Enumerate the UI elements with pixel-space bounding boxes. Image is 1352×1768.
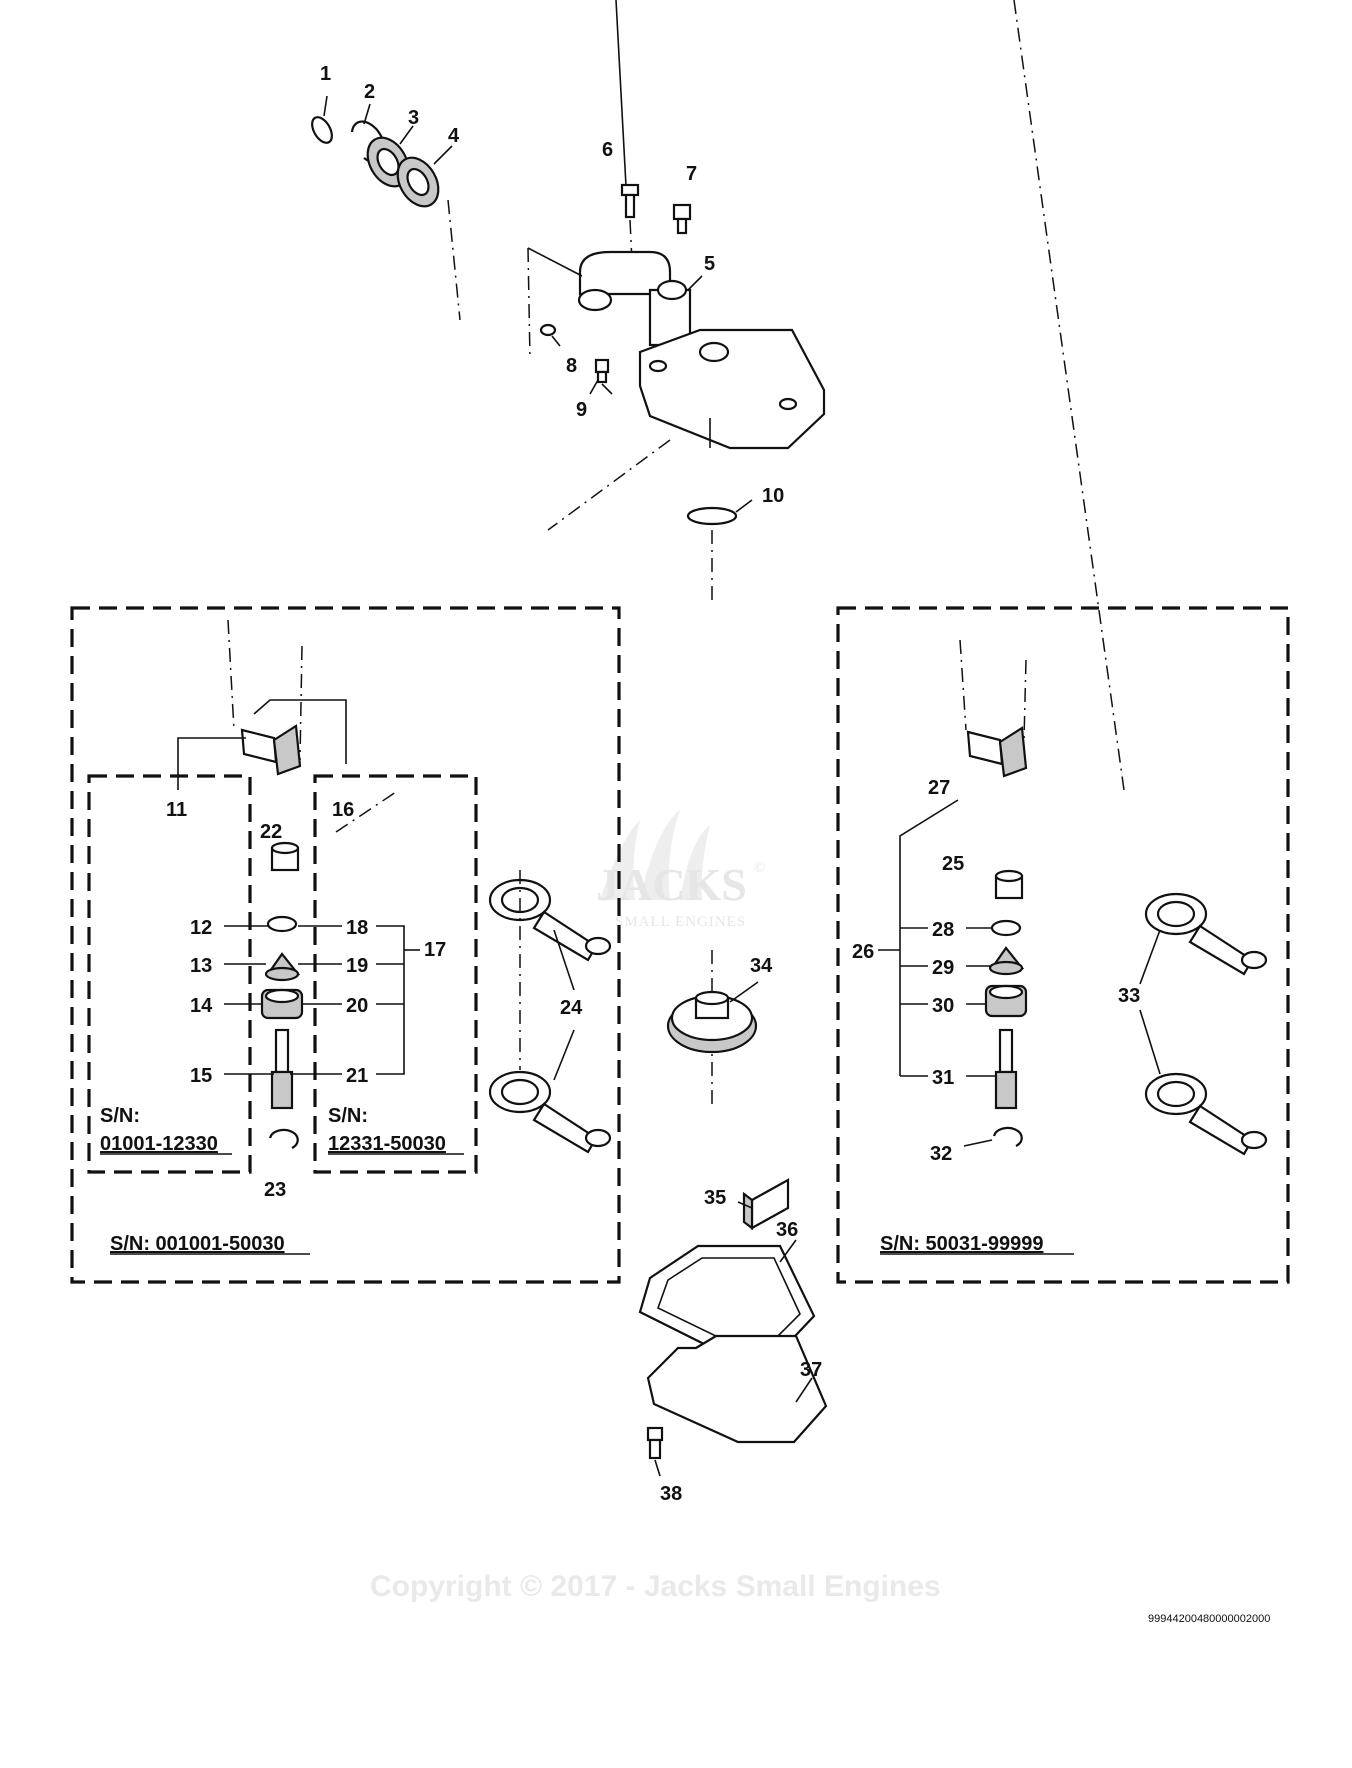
- label-part-29: 29: [932, 957, 954, 979]
- label-part-4: 4: [448, 125, 460, 147]
- label-part-32: 32: [930, 1143, 952, 1165]
- label-part-7: 7: [686, 163, 697, 185]
- label-part-13: 13: [190, 955, 212, 977]
- label-part-10: 10: [762, 485, 784, 507]
- label-part-33: 33: [1118, 985, 1140, 1007]
- sub-box-right: [313, 774, 478, 1174]
- label-part-23: 23: [264, 1179, 286, 1201]
- fitting-7: [672, 203, 692, 235]
- snap-ring-32: [992, 1126, 1023, 1147]
- group-box-right: [836, 606, 1290, 1284]
- gasket-37: [646, 1334, 828, 1444]
- label-part-38: 38: [660, 1483, 682, 1505]
- label-part-18: 18: [346, 917, 368, 939]
- snap-ring-1: [311, 116, 333, 144]
- connecting-rod-24a: [488, 878, 612, 962]
- label-part-14: 14: [190, 995, 213, 1017]
- label-part-27: 27: [928, 777, 950, 799]
- label-part-5: 5: [704, 253, 715, 275]
- label-part-20: 20: [346, 995, 368, 1017]
- label-part-37: 37: [800, 1359, 822, 1381]
- bolt-6: [620, 183, 640, 219]
- connecting-rod-33b: [1144, 1072, 1268, 1156]
- label-part-8: 8: [566, 355, 577, 377]
- label-part-19: 19: [346, 955, 368, 977]
- gear-housing-5: [577, 250, 826, 450]
- logo-main-text: JACKS: [596, 859, 747, 910]
- ring-12-18: [266, 915, 298, 933]
- group-left-sn: S/N: 001001-50030: [110, 1233, 285, 1255]
- label-part-15: 15: [190, 1065, 212, 1087]
- shaft-31: [994, 1028, 1018, 1110]
- sub-left-sn-range: 01001-12330: [100, 1133, 218, 1155]
- bevel-gear-29: [988, 946, 1025, 976]
- label-part-17: 17: [424, 939, 446, 961]
- label-part-34: 34: [750, 955, 773, 977]
- sub-box-left: [87, 774, 252, 1174]
- snap-ring-23: [268, 1128, 299, 1149]
- grease-fitting-9: [594, 358, 610, 384]
- pinion-gear-27: [966, 726, 1028, 778]
- label-part-9: 9: [576, 399, 587, 421]
- shaft-15-21: [270, 1028, 294, 1110]
- document-code: 99944200480000002000: [1148, 1613, 1270, 1625]
- connecting-rod-24b: [488, 1070, 612, 1154]
- gasket-10: [686, 506, 738, 526]
- gasket-36: [638, 1244, 816, 1354]
- pinion-gear-11-16: [240, 724, 302, 776]
- label-part-6: 6: [602, 139, 613, 161]
- label-part-30: 30: [932, 995, 954, 1017]
- label-part-31: 31: [932, 1067, 954, 1089]
- group-right-sn: S/N: 50031-99999: [880, 1233, 1043, 1255]
- block-35: [742, 1178, 790, 1231]
- label-part-1: 1: [320, 63, 331, 85]
- sub-right-sn-prefix: S/N:: [328, 1105, 368, 1127]
- logo-sub-text: SMALL ENGINES: [615, 914, 746, 930]
- bolt-38: [646, 1426, 664, 1460]
- label-part-25: 25: [942, 853, 964, 875]
- group-box-left: [70, 606, 621, 1284]
- label-part-21: 21: [346, 1065, 368, 1087]
- bevel-gear-13-19: [264, 952, 301, 982]
- label-part-3: 3: [408, 107, 419, 129]
- jacks-logo-watermark: JACKS SMALL ENGINES ©: [596, 810, 766, 930]
- label-part-2: 2: [364, 81, 375, 103]
- washer-8: [539, 323, 557, 337]
- bearing-30: [984, 984, 1028, 1018]
- copyright-watermark: Copyright © 2017 - Jacks Small Engines: [370, 1570, 941, 1603]
- label-part-11: 11: [166, 799, 187, 821]
- label-part-24: 24: [560, 997, 583, 1019]
- bearing-4: [396, 156, 440, 208]
- bushing-22: [270, 841, 300, 872]
- sub-left-sn-prefix: S/N:: [100, 1105, 140, 1127]
- label-part-16: 16: [332, 799, 354, 821]
- connecting-rod-33a: [1144, 892, 1268, 976]
- label-part-36: 36: [776, 1219, 798, 1241]
- drive-gear-34: [666, 990, 758, 1054]
- ring-28: [990, 919, 1022, 937]
- bushing-25: [994, 869, 1024, 900]
- label-part-12: 12: [190, 917, 212, 939]
- bearing-14-20: [260, 988, 304, 1020]
- logo-mark: ©: [754, 860, 766, 876]
- sub-right-sn-range: 12331-50030: [328, 1133, 446, 1155]
- label-part-28: 28: [932, 919, 954, 941]
- label-part-22: 22: [260, 821, 282, 843]
- label-part-35: 35: [704, 1187, 726, 1209]
- label-part-26: 26: [852, 941, 874, 963]
